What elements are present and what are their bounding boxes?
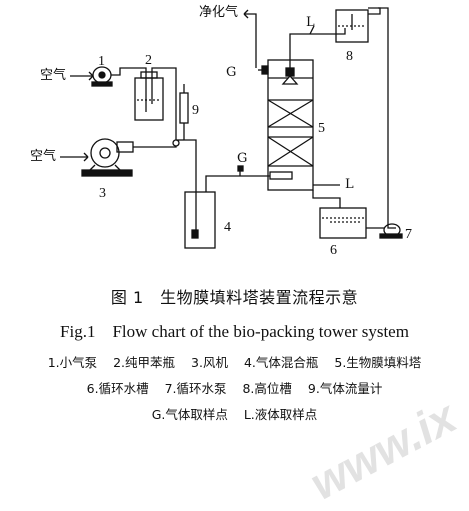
toluene-bottle: [134, 71, 164, 121]
legend: 1.小气泵 2.纯甲苯瓶 3.风机 4.气体混合瓶 5.生物膜填料塔 6.循环水…: [0, 350, 469, 428]
process-flow-diagram: [60, 7, 403, 249]
liquid-sample-point-top: L: [306, 15, 315, 30]
air-label-pump: 空气: [40, 68, 67, 83]
number-4: 4: [224, 220, 231, 235]
legend-row-1: 1.小气泵 2.纯甲苯瓶 3.风机 4.气体混合瓶 5.生物膜填料塔: [0, 350, 469, 376]
liquid-distributor: [281, 42, 299, 85]
blower-fan: [81, 138, 134, 177]
clean-gas-label: 净化气: [199, 5, 239, 20]
legend-item: 2.纯甲苯瓶: [113, 355, 176, 370]
caption-english: Fig.1 Flow chart of the bio-packing towe…: [60, 322, 409, 341]
number-9: 9: [192, 103, 199, 118]
legend-item: 9.气体流量计: [307, 381, 383, 396]
gas-sample-point-top: G: [226, 65, 237, 80]
legend-item: 3.风机: [191, 355, 228, 370]
air-pump: [91, 66, 113, 87]
legend-item: 6.循环水槽: [86, 381, 149, 396]
gas-mixing-bottle: [184, 170, 216, 249]
pipe-to-high-tank: [289, 28, 346, 42]
legend-item: G.气体取样点: [151, 407, 228, 422]
legend-item: 5.生物膜填料塔: [334, 355, 422, 370]
legend-item: 8.高位槽: [242, 381, 292, 396]
legend-item: L.液体取样点: [243, 407, 318, 422]
gas-flow-meter: [179, 84, 189, 140]
number-8: 8: [346, 49, 353, 64]
legend-item: 4.气体混合瓶: [243, 355, 319, 370]
legend-item: 1.小气泵: [47, 355, 98, 370]
circulating-water-pump: [379, 223, 403, 239]
number-7: 7: [405, 227, 412, 242]
high-level-tank: [335, 9, 369, 43]
pipe-return-line: [368, 7, 381, 15]
caption-chinese: 图 1 生物膜填料塔装置流程示意: [110, 288, 359, 307]
legend-row-2: 6.循环水槽 7.循环水泵 8.高位槽 9.气体流量计: [0, 376, 469, 402]
clean-gas-vent: [244, 13, 257, 68]
number-2: 2: [145, 53, 152, 68]
number-6: 6: [330, 243, 337, 258]
liquid-sample-point-mid: L: [345, 177, 354, 192]
number-5: 5: [318, 121, 325, 136]
air-label-fan: 空气: [30, 149, 57, 164]
gas-sample-point-mid: G: [237, 151, 248, 166]
circulating-water-tank: [319, 207, 367, 239]
number-3: 3: [99, 186, 106, 201]
legend-item: 7.循环水泵: [164, 381, 227, 396]
number-1: 1: [98, 54, 105, 69]
legend-row-3: G.气体取样点 L.液体取样点: [0, 402, 469, 428]
